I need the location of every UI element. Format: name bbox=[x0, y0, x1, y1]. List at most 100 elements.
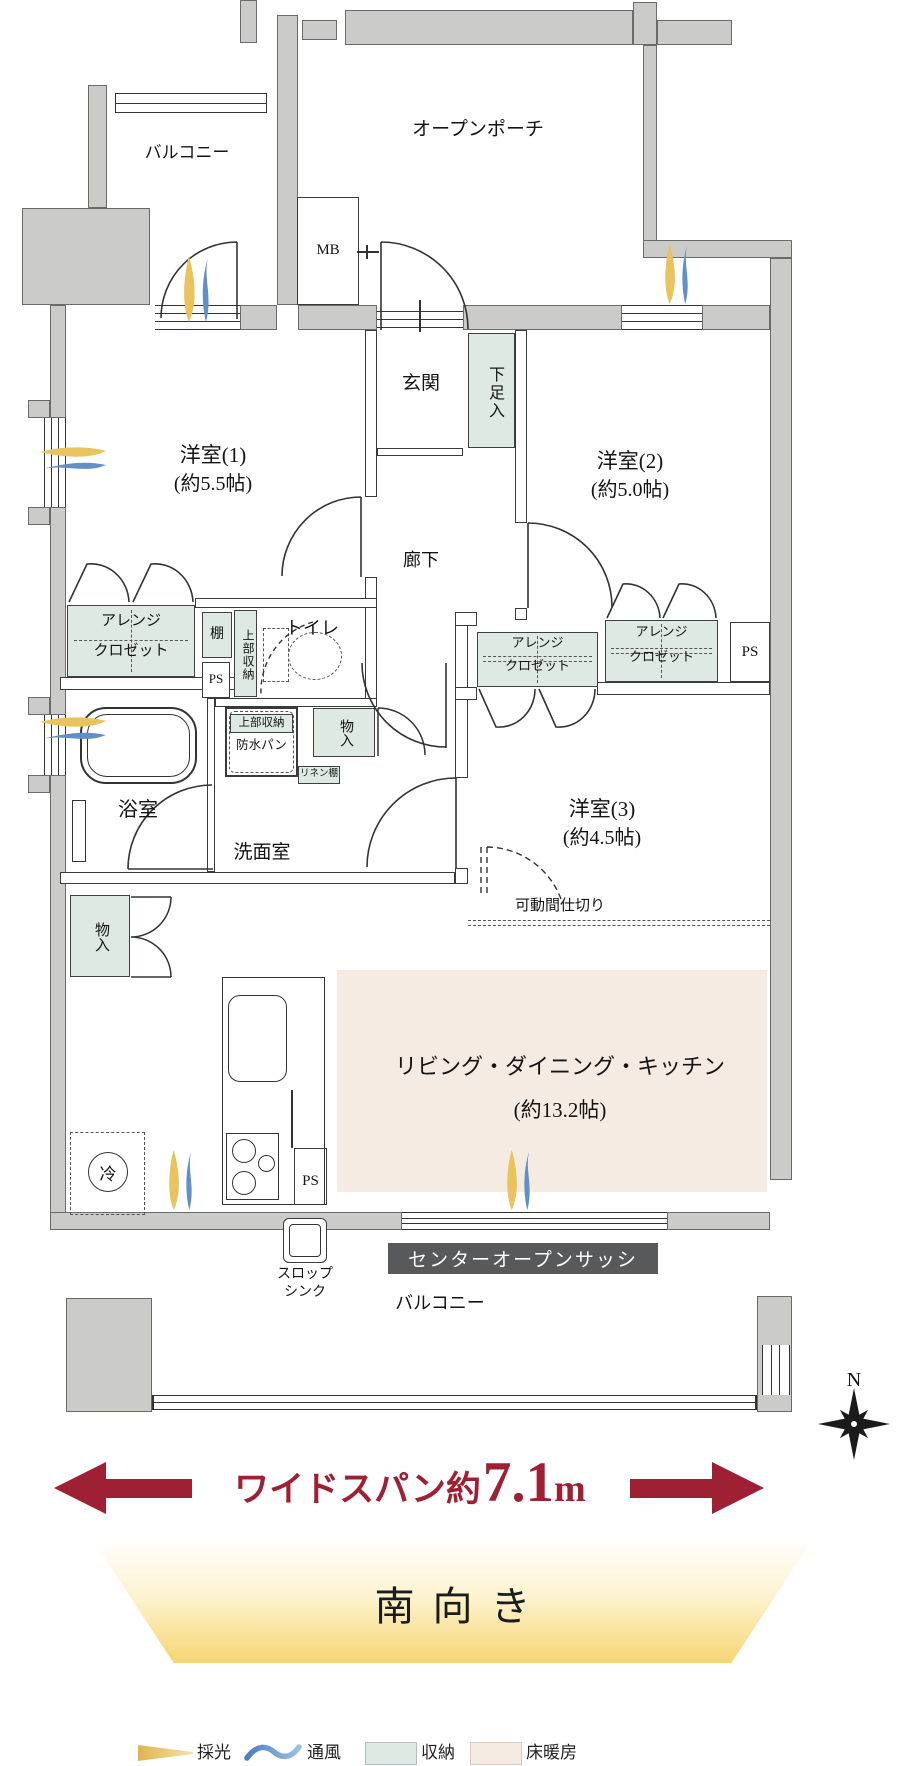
balcony-railing-window bbox=[115, 93, 267, 113]
lower-balcony-railing bbox=[152, 1395, 757, 1410]
meter-tick bbox=[366, 245, 368, 259]
wall bbox=[302, 20, 337, 40]
burner bbox=[232, 1139, 256, 1163]
center-open-sash-window bbox=[402, 1212, 667, 1230]
wall bbox=[50, 775, 66, 1230]
svg-text:N: N bbox=[847, 1369, 861, 1391]
wall bbox=[240, 305, 277, 330]
toilet-label: トイレ bbox=[285, 618, 339, 638]
bedroom1-door bbox=[281, 496, 362, 577]
entrance-label: 玄関 bbox=[401, 373, 440, 394]
interior-wall bbox=[515, 608, 527, 620]
kitchen-sink bbox=[228, 995, 287, 1082]
slop-sink-line1: スロップ bbox=[277, 1267, 333, 1282]
legend-daylight-icon bbox=[138, 1745, 193, 1761]
closet-line1: アレンジ bbox=[635, 624, 688, 639]
legend-daylight-label: 採光 bbox=[197, 1743, 231, 1762]
closet-dash bbox=[131, 610, 132, 672]
balcony-top-label: バルコニー bbox=[144, 143, 230, 162]
arrange-closet-bedroom3 bbox=[477, 632, 598, 687]
balcony-door bbox=[160, 241, 238, 319]
wall bbox=[633, 2, 657, 45]
closet-line1: アレンジ bbox=[511, 635, 564, 650]
bath-door bbox=[127, 784, 213, 870]
pipe-space-label: PS bbox=[302, 1173, 319, 1189]
linen-shelf bbox=[298, 766, 340, 784]
wide-span-arrow-left-bar bbox=[104, 1479, 192, 1498]
wall bbox=[28, 697, 50, 715]
entrance-tick bbox=[419, 300, 421, 332]
pipe-space bbox=[294, 1148, 327, 1205]
pipe-space bbox=[730, 622, 770, 682]
closet-dash bbox=[537, 636, 538, 683]
toilet-door-arc bbox=[260, 621, 314, 695]
wall bbox=[50, 305, 66, 418]
interior-wall bbox=[455, 868, 468, 884]
closet-line2: クロゼット bbox=[504, 658, 570, 674]
wall bbox=[22, 208, 150, 305]
bedroom3-size: (約4.5帖) bbox=[562, 827, 642, 850]
shelf-label: 棚 bbox=[210, 627, 224, 642]
interior-wall bbox=[597, 682, 770, 695]
legend-floor-heating-icon bbox=[470, 1742, 522, 1765]
shoe-cabinet-label: 下足入 bbox=[486, 365, 503, 420]
wall bbox=[667, 1212, 770, 1230]
corridor-label: 廊下 bbox=[403, 550, 439, 570]
bedroom2-label: 洋室(2) (約5.0帖) bbox=[520, 448, 740, 503]
compass-rose-icon: N bbox=[818, 1369, 890, 1460]
interior-wall bbox=[215, 698, 377, 707]
wide-span-arrow-left-head bbox=[54, 1462, 106, 1514]
washroom-door bbox=[361, 662, 447, 748]
legend-storage-label: 収納 bbox=[421, 1743, 455, 1762]
arrange-closet-label: アレンジ クロゼット bbox=[477, 635, 598, 675]
meter-box-label: MB bbox=[316, 242, 340, 258]
south-facing-banner: 南向き bbox=[95, 1543, 810, 1663]
wide-span-text: ワイドスパン約 7.1 m bbox=[192, 1450, 628, 1514]
bedroom1-label: 洋室(1) (約5.5帖) bbox=[103, 442, 323, 497]
storage-ldk-label: 物入 bbox=[93, 922, 109, 952]
interior-wall bbox=[365, 330, 377, 497]
legend-floor-heating-label: 床暖房 bbox=[526, 1743, 577, 1762]
bedroom2-size: (約5.0帖) bbox=[590, 479, 670, 502]
wall bbox=[50, 507, 66, 715]
bathtub-inner bbox=[87, 714, 190, 777]
interior-wall bbox=[455, 687, 477, 700]
bath-side-window bbox=[44, 715, 66, 775]
wall bbox=[277, 15, 298, 305]
meter-line bbox=[357, 251, 379, 253]
interior-wall bbox=[455, 612, 477, 626]
ldk-door bbox=[366, 777, 457, 868]
ldk-label: リビング・ダイニング・キッチン (約13.2帖) bbox=[360, 1053, 760, 1123]
bath-counter bbox=[72, 800, 86, 862]
washer-upper-storage-label: 上部収納 bbox=[238, 717, 285, 729]
wall bbox=[463, 305, 622, 330]
fridge-space bbox=[70, 1132, 145, 1215]
slop-sink-inner bbox=[289, 1224, 321, 1257]
arrange-closet-bedroom2 bbox=[605, 620, 718, 682]
shelf-box bbox=[202, 612, 232, 658]
kitchen-stove bbox=[226, 1133, 279, 1200]
daylight-ventilation-icon bbox=[40, 717, 106, 739]
pipe-space bbox=[202, 662, 230, 698]
movable-partition-track bbox=[468, 920, 770, 926]
wide-span-arrow-right-bar bbox=[630, 1479, 714, 1498]
toilet-bowl bbox=[288, 632, 342, 680]
wall bbox=[28, 775, 50, 793]
wall bbox=[657, 20, 732, 45]
wall bbox=[28, 507, 50, 525]
wide-span-unit: m bbox=[554, 1468, 586, 1510]
open-porch-label: オープンポーチ bbox=[412, 119, 544, 140]
wall bbox=[702, 305, 770, 330]
counter-divider bbox=[291, 1090, 293, 1148]
wall bbox=[643, 45, 657, 241]
closet-line1: アレンジ bbox=[100, 613, 161, 629]
bedroom1-side-window bbox=[44, 418, 66, 507]
linen-shelf-label: リネン棚 bbox=[299, 769, 338, 779]
closet-line2: クロゼット bbox=[93, 642, 169, 659]
meter-box bbox=[297, 197, 359, 305]
south-facing-label: 南向き bbox=[374, 1584, 549, 1629]
washer-pan-dash bbox=[229, 711, 294, 773]
kitchen-counter bbox=[222, 977, 325, 1205]
wall bbox=[88, 85, 107, 208]
